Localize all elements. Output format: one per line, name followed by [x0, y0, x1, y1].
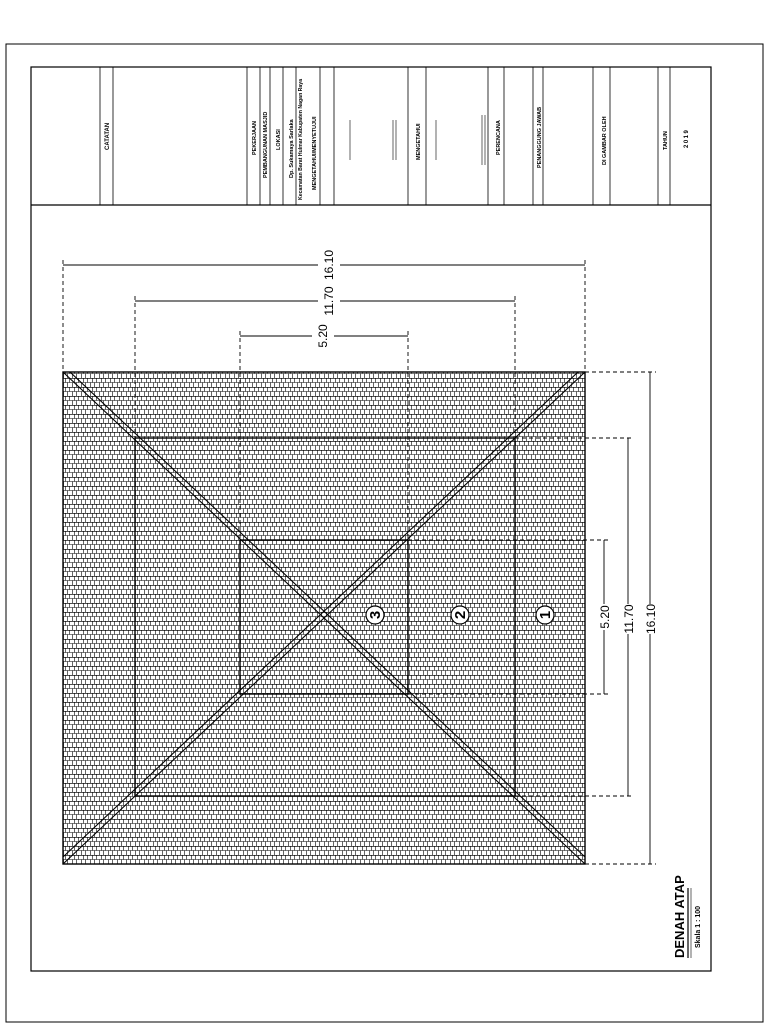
dim-top-11-70: 11.70 — [322, 286, 336, 315]
drawing-scale: Skala 1 : 100 — [695, 906, 702, 948]
dim-right-5-20: 5.20 — [598, 605, 612, 629]
tb-lokasi-line2: Kecamatan Barat Hulmar Kabupaten Nagan R… — [298, 79, 304, 200]
zone-label-2: 2 — [450, 605, 470, 625]
dim-top-16-10: 16.10 — [322, 250, 336, 280]
tb-lokasi-line1: Dp. Sukamaya Sarlaka — [289, 118, 295, 178]
tb-pekerjaan-label: PEKERJAAN — [252, 121, 258, 155]
sheet-inner-border — [30, 66, 712, 972]
dim-top-5-20: 5.20 — [316, 324, 330, 348]
drawing-title: DENAH ATAP — [672, 875, 687, 958]
tb-pekerjaan-value: PEMBANGUNAN MASJID — [263, 112, 269, 178]
dim-right-16-10: 16.10 — [644, 604, 658, 634]
zone-label-3: 3 — [365, 605, 385, 625]
hip-ridges — [62, 371, 586, 865]
svg-text:2: 2 — [452, 611, 469, 619]
tb-mengetahui: MENGETAHUI — [416, 123, 422, 160]
roof-tier-3 — [239, 539, 409, 695]
tb-mengetahui-menyetujui: MENGETAHUI/MENYETUJUI — [312, 116, 318, 190]
svg-text:1: 1 — [537, 611, 554, 619]
tb-tahun-value: 2019 — [684, 129, 690, 148]
svg-text:3: 3 — [367, 611, 384, 619]
drawing-title-block: DENAH ATAP Skala 1 : 100 — [672, 875, 702, 958]
tb-perencana: PERENCANA — [496, 120, 502, 155]
tb-tahun-label: TAHUN — [663, 131, 669, 150]
sheet-outer-border — [5, 43, 764, 1023]
tb-penanggung-jawab: PENANGGUNG JAWAB — [537, 107, 543, 168]
tb-catatan: CATATAN — [105, 123, 111, 150]
roof-tier-2 — [134, 437, 516, 797]
tb-digambar-oleh: DI GAMBAR OLEH — [602, 116, 608, 165]
tb-lokasi-label: LOKASI — [276, 129, 282, 150]
title-block: CATATAN PEKERJAAN PEMBANGUNAN MASJID LOK… — [31, 67, 711, 206]
roof-plan: 3 2 1 — [62, 371, 586, 865]
zone-label-1: 1 — [535, 605, 555, 625]
dim-right-11-70: 11.70 — [622, 604, 636, 633]
